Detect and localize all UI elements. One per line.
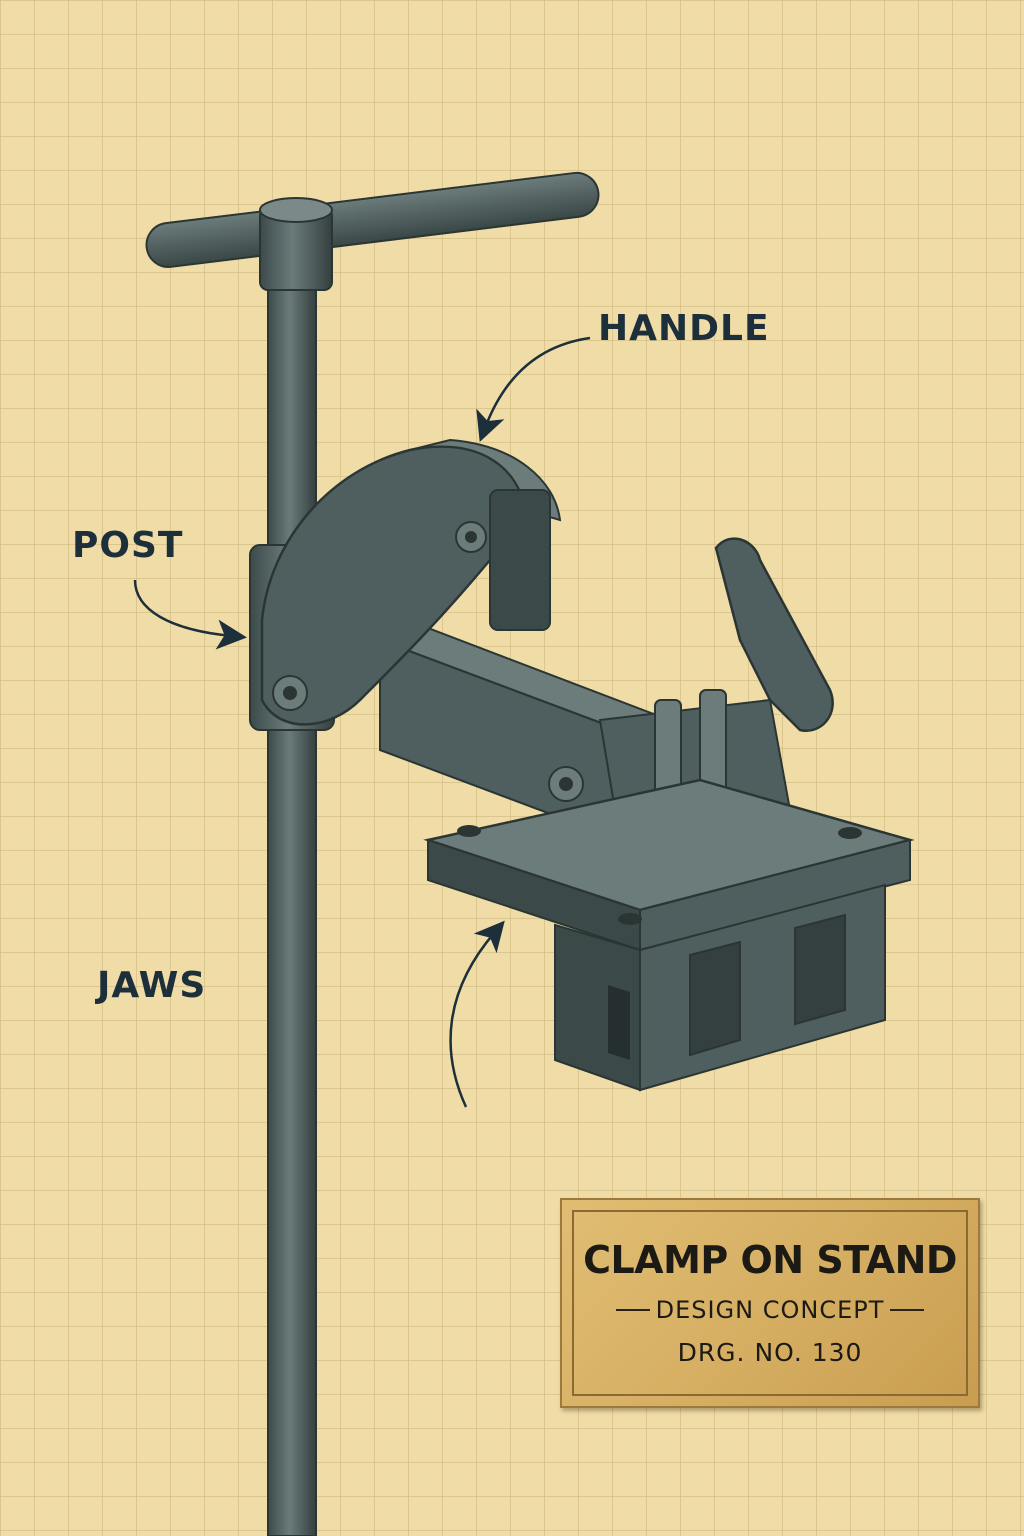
title-block-border: CLAMP ON STAND DESIGN CONCEPT DRG. NO. 1… (572, 1210, 968, 1396)
jaws-leader-arrow (449, 920, 505, 1108)
clamp-lever (714, 537, 834, 733)
jaws (554, 883, 886, 1092)
post-label: POST (72, 525, 184, 566)
jaws-label: JAWS (97, 965, 207, 1006)
subtitle-rule-right (890, 1309, 925, 1311)
pivot-pin-arm (548, 766, 584, 802)
pivot-pin-upper (455, 521, 487, 553)
handle-label: HANDLE (598, 308, 770, 349)
drawing-title: CLAMP ON STAND (583, 1238, 957, 1282)
handle-leader-arrow (476, 336, 591, 443)
subtitle-row: DESIGN CONCEPT (574, 1296, 966, 1324)
subtitle-rule-left (615, 1309, 650, 1311)
drawing-number: DRG. NO. 130 (677, 1338, 863, 1367)
drawing-subtitle: DESIGN CONCEPT (655, 1296, 885, 1324)
t-handle (145, 171, 600, 291)
title-block-plate: CLAMP ON STAND DESIGN CONCEPT DRG. NO. 1… (560, 1198, 980, 1408)
post-leader-arrow (133, 579, 247, 650)
jaws-base-plate (423, 778, 915, 952)
post (267, 279, 317, 1536)
handle-cam (260, 438, 562, 726)
pivot-pin-lower (272, 675, 308, 711)
